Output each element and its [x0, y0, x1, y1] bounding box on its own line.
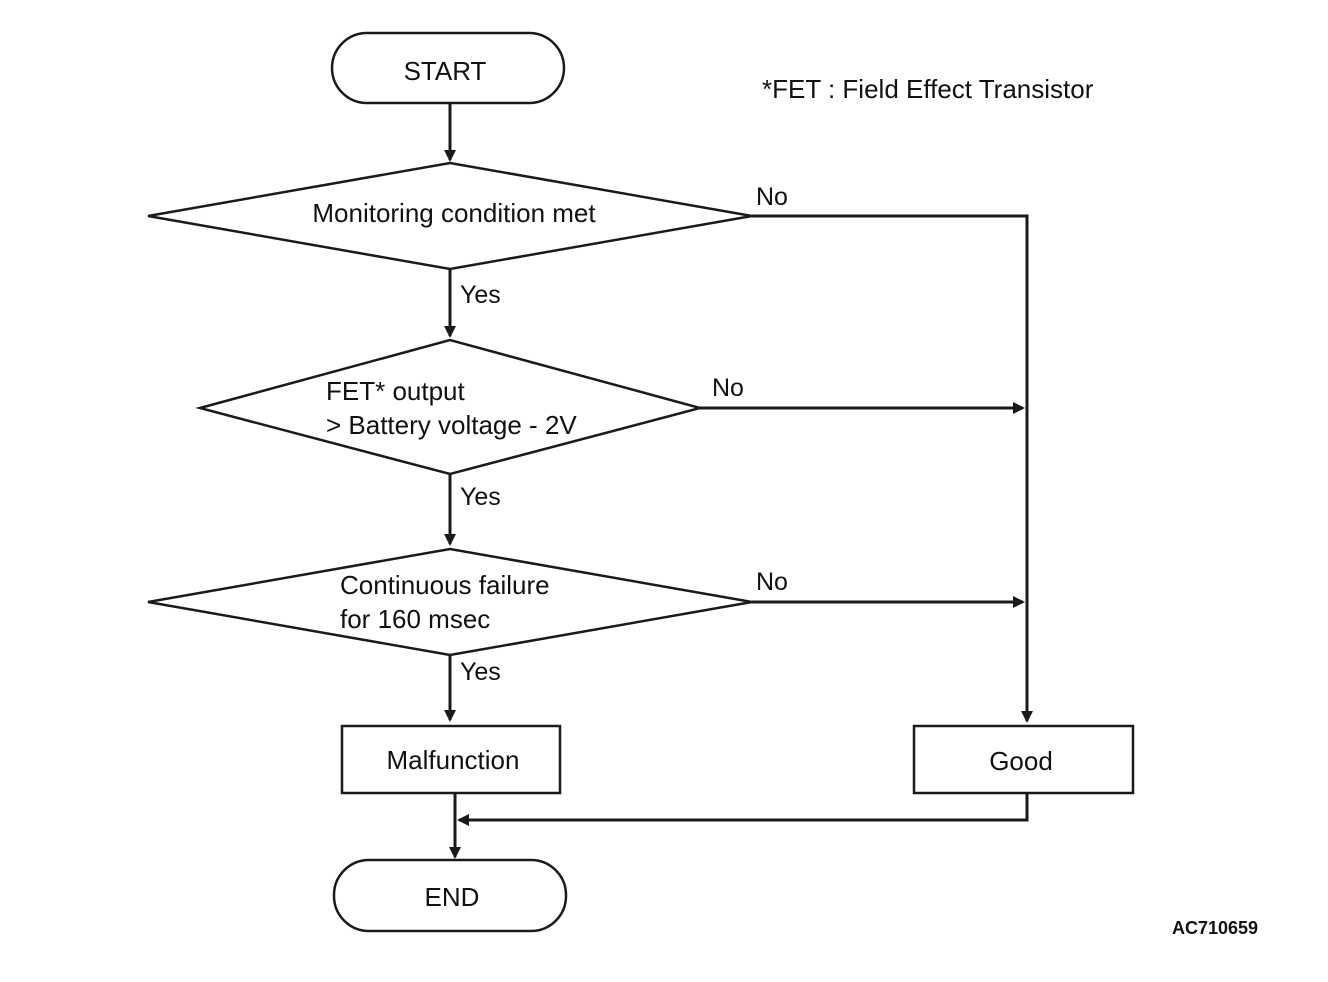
decision3-label-line1: Continuous failure	[340, 570, 550, 600]
start-label: START	[404, 56, 487, 86]
decision3-yes-label: Yes	[460, 658, 501, 686]
footnote-text: *FET : Field Effect Transistor	[762, 74, 1094, 104]
decision-continuous-failure: Continuous failure for 160 msec	[147, 547, 753, 657]
decision2-label-line1: FET* output	[326, 376, 466, 406]
decision1-label: Monitoring condition met	[312, 198, 596, 228]
decision1-yes-label: Yes	[460, 281, 501, 309]
decision3-no-label: No	[756, 568, 788, 596]
end-terminator: END	[332, 858, 568, 933]
start-terminator: START	[330, 31, 566, 105]
good-label: Good	[989, 746, 1053, 776]
end-label: END	[425, 882, 480, 912]
malfunction-box: Malfunction	[340, 724, 562, 795]
decision2-label-line2: > Battery voltage - 2V	[326, 410, 577, 440]
arrow-good-to-end	[457, 793, 1029, 826]
decision-fet-output: FET* output > Battery voltage - 2V	[195, 338, 705, 476]
decision2-no-label: No	[712, 374, 744, 402]
decision2-yes-label: Yes	[460, 483, 501, 511]
good-box: Good	[912, 724, 1135, 795]
malfunction-label: Malfunction	[387, 745, 520, 775]
decision-monitoring-condition: Monitoring condition met	[147, 161, 753, 271]
decision1-no-label: No	[756, 183, 788, 211]
figure-code: AC710659	[1172, 918, 1258, 938]
decision3-label-line2: for 160 msec	[340, 604, 490, 634]
arrow-decision1-no	[752, 214, 1033, 723]
